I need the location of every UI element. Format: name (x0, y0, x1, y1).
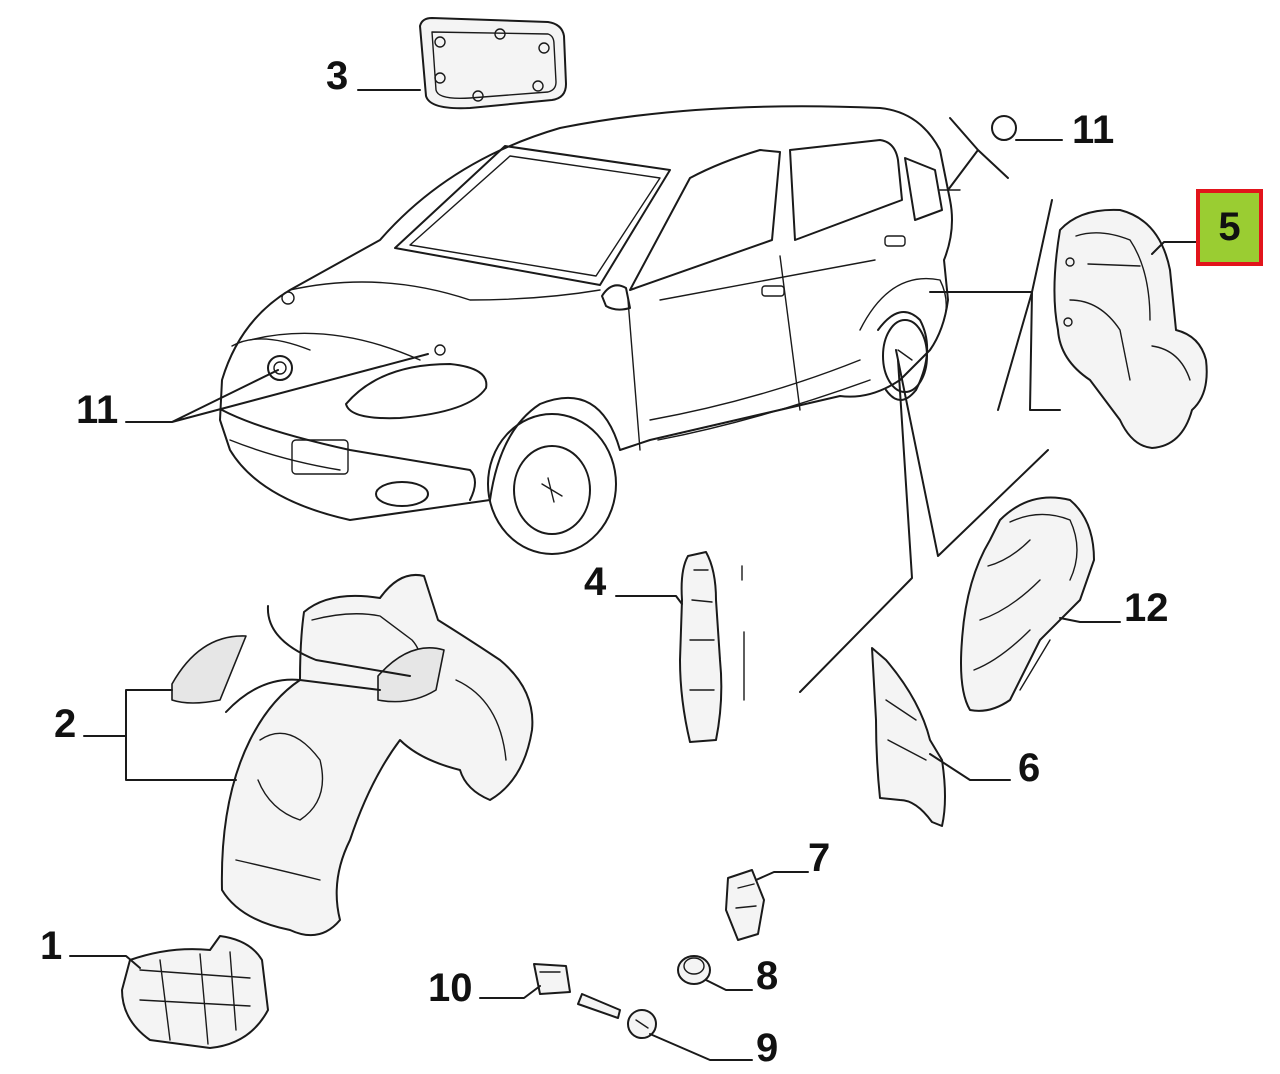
leader-4 (615, 595, 683, 605)
part-3-fuel-flap[interactable] (419, 17, 567, 110)
callout-1[interactable]: 1 (40, 924, 63, 968)
leader-11b (947, 115, 1063, 191)
part-6-bracket[interactable] (871, 647, 946, 827)
callout-8[interactable]: 8 (756, 954, 779, 998)
callout-6[interactable]: 6 (1018, 746, 1041, 790)
callout-11-left[interactable]: 11 (76, 388, 119, 432)
part-8-nut[interactable] (677, 955, 711, 985)
leader-12 (799, 349, 1121, 693)
part-9-screw[interactable] (577, 993, 657, 1039)
leader-7 (755, 871, 809, 881)
callout-3[interactable]: 3 (326, 54, 349, 98)
callout-10[interactable]: 10 (428, 966, 473, 1010)
leader-2 (83, 605, 411, 781)
callout-2[interactable]: 2 (54, 702, 77, 746)
part-5-rear-liner[interactable] (1053, 208, 1208, 449)
leader-10 (479, 985, 541, 999)
callout-5: 5 (1218, 205, 1241, 249)
part-2-liner[interactable] (171, 574, 534, 937)
leader-8 (705, 979, 753, 991)
leader-6 (929, 753, 1011, 781)
part-10-clip[interactable] (533, 963, 571, 995)
car-body (219, 105, 961, 555)
callout-11-right[interactable]: 11 (1072, 108, 1115, 152)
callout-9[interactable]: 9 (756, 1026, 779, 1070)
leader-5 (929, 199, 1197, 411)
callout-12[interactable]: 12 (1124, 586, 1169, 630)
leader-11a (125, 353, 429, 423)
part-1-guard[interactable] (121, 935, 269, 1049)
part-4-sill[interactable] (679, 551, 745, 743)
callout-7[interactable]: 7 (808, 836, 831, 880)
part-7-clip[interactable] (725, 869, 765, 941)
part-12-liner[interactable] (960, 496, 1095, 712)
callout-4[interactable]: 4 (584, 560, 607, 604)
leader-9 (649, 1033, 753, 1061)
leader-1 (69, 955, 141, 969)
callout-5-highlight[interactable]: 5 (1196, 189, 1263, 266)
